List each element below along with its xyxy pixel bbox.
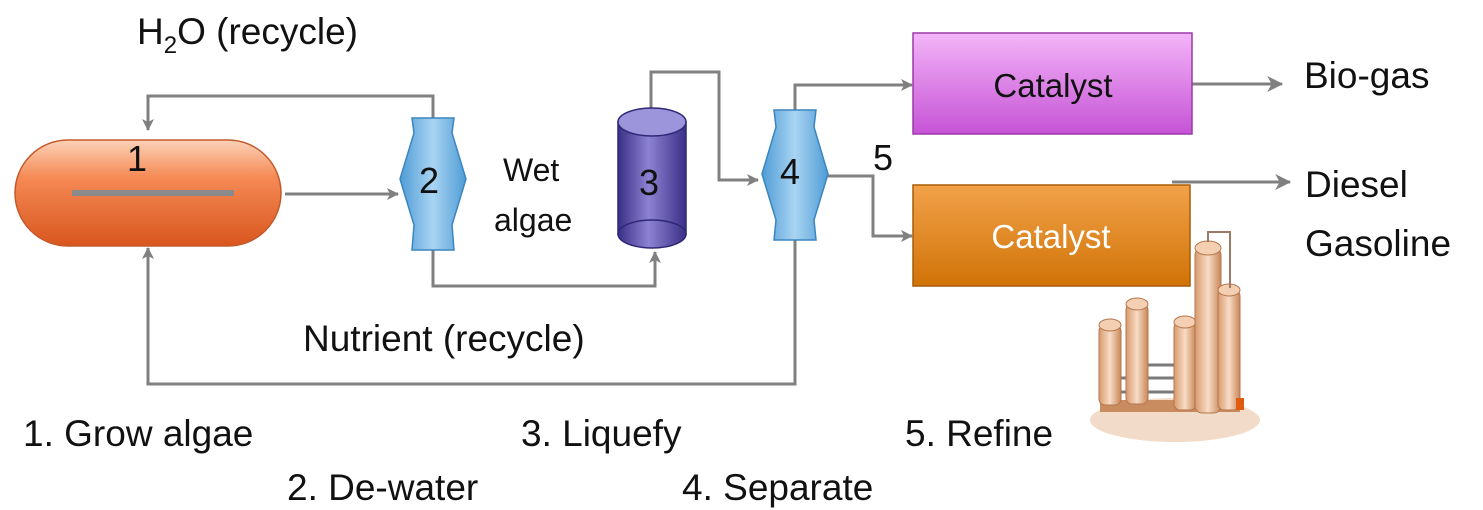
flow-lines [142,70,1292,386]
node-number-2: 2 [419,160,439,201]
liquefy-cylinder [617,107,687,249]
step-liquefy: 3. Liquefy [521,413,682,454]
h2o-h: H [137,11,164,52]
step-refine: 5. Refine [905,413,1053,454]
h2o-recycle-line [142,94,435,131]
dewater-unit [399,117,467,251]
nutrient-recycle-label: Nutrient (recycle) [303,318,585,359]
dewater-to-liquefy-line [431,250,661,288]
nutrient-recycle-line [142,240,797,386]
separate-unit [761,109,829,241]
refinery-icon [1090,231,1260,442]
node-number-3: 3 [639,162,659,203]
node-number-4: 4 [780,151,800,192]
step-separate: 4. Separate [682,467,873,508]
reactor-vessel [14,139,282,247]
step-de-water: 2. De-water [287,467,478,508]
catalyst-top-label: Catalyst [993,67,1112,104]
diesel-label: Diesel [1305,164,1408,205]
biogas-label: Bio-gas [1304,55,1429,96]
catalyst-bottom-label: Catalyst [991,218,1110,255]
catalyst-top-box [912,32,1193,135]
h2o-rest: O (recycle) [177,11,358,52]
algae-label: algae [494,202,572,238]
gasoline-label: Gasoline [1305,223,1451,264]
step-grow-algae: 1. Grow algae [23,413,253,454]
h2o-subscript: 2 [164,32,177,59]
node-number-1: 1 [127,138,147,179]
separate-to-catalyst-top-line [793,79,913,110]
node-number-5: 5 [873,137,893,178]
wet-label: Wet [503,152,559,188]
catalyst-bottom-box [912,184,1191,287]
liquefy-to-separate-line [649,70,759,186]
separate-to-catalyst-bottom-line [827,174,913,242]
h2o-recycle-label: H2O (recycle) [137,11,358,59]
